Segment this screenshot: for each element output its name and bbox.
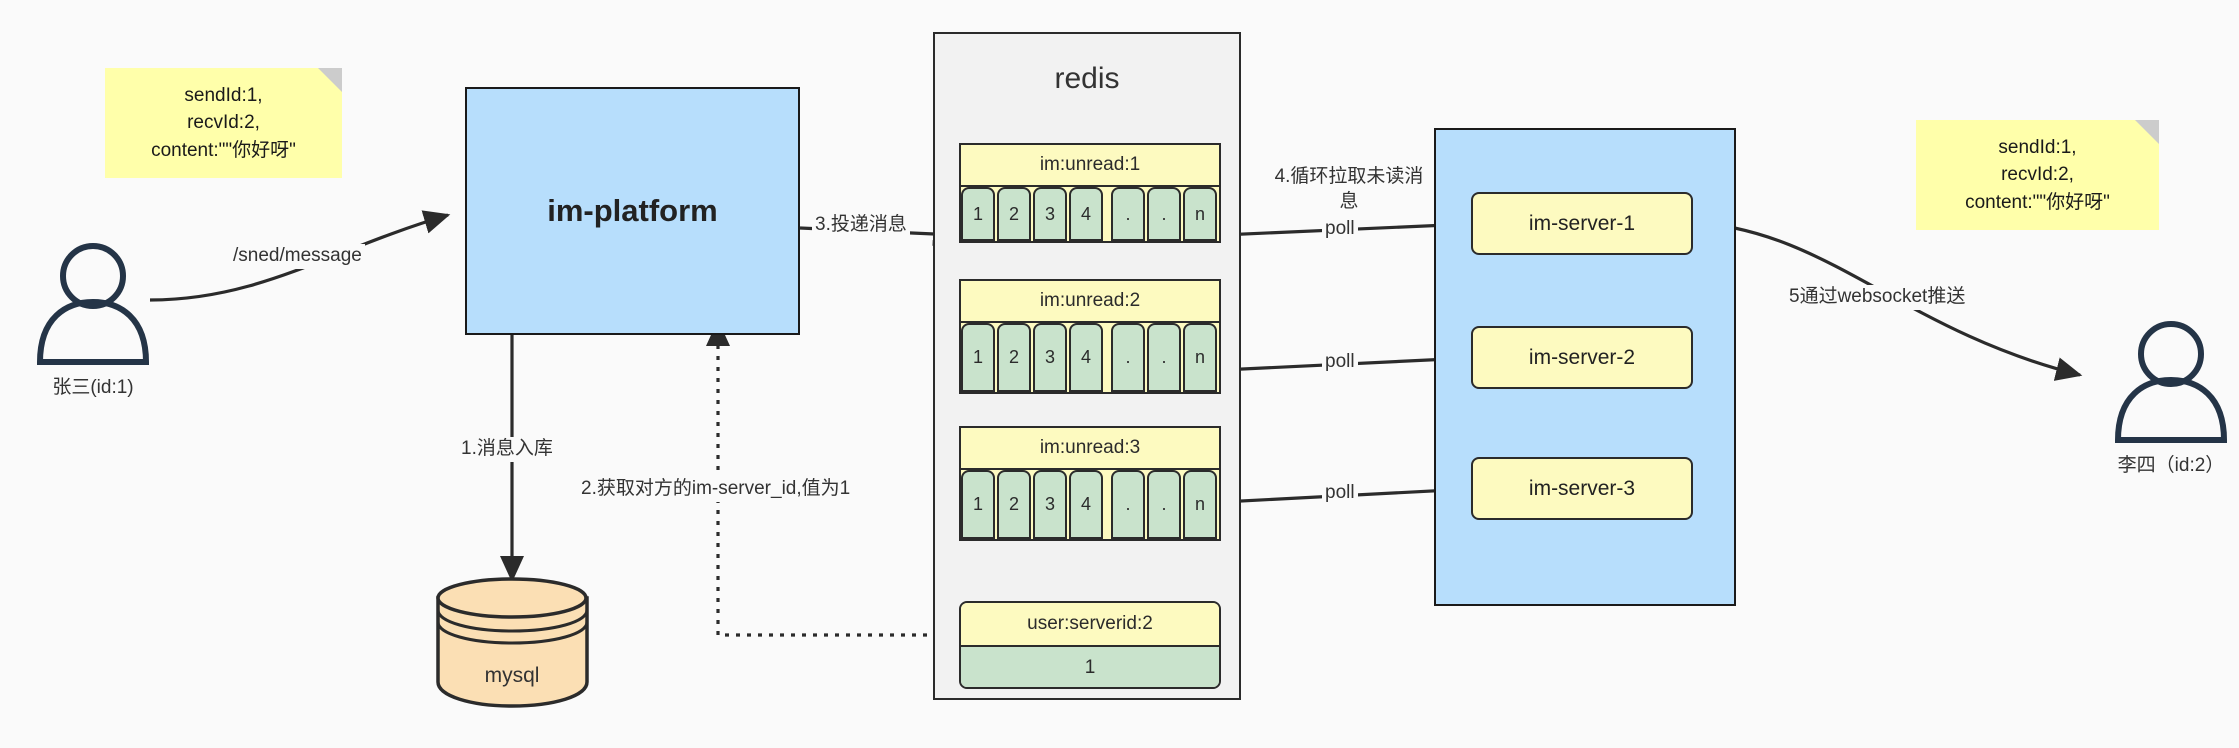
queue-cell: 3 xyxy=(1033,187,1067,241)
redis-queue-3-cells: 1 2 3 4 . . n xyxy=(961,470,1219,539)
svg-text:mysql: mysql xyxy=(485,664,540,687)
queue-cell: . xyxy=(1147,187,1181,241)
note-left-message: sendId:1, recvId:2, content:""你好呀" xyxy=(105,68,342,178)
queue-cell: 3 xyxy=(1033,323,1067,392)
edge-label-poll-3: poll xyxy=(1322,481,1358,506)
sender-person-icon xyxy=(28,240,158,370)
queue-cell: n xyxy=(1183,323,1217,392)
queue-cell: . xyxy=(1147,323,1181,392)
edge-label-send-message: /sned/message xyxy=(230,244,365,269)
node-im-server-1[interactable]: im-server-1 xyxy=(1471,192,1693,255)
queue-cell: n xyxy=(1183,187,1217,241)
queue-cell: 4 xyxy=(1069,470,1103,539)
node-mysql[interactable]: mysql xyxy=(430,570,595,715)
queue-cell: 1 xyxy=(961,323,995,392)
receiver-label: 李四（id:2） xyxy=(2117,455,2225,476)
redis-kv-user-serverid: user:serverid:2 1 xyxy=(959,601,1221,689)
queue-cell: . xyxy=(1111,470,1145,539)
redis-queue-3: im:unread:3 1 2 3 4 . . n xyxy=(959,426,1221,541)
redis-queue-1-cells: 1 2 3 4 . . n xyxy=(961,187,1219,241)
edge-label-step2: 2.获取对方的im-server_id,值为1 xyxy=(578,477,854,502)
redis-kv-value: 1 xyxy=(961,647,1219,687)
redis-queue-2-cells: 1 2 3 4 . . n xyxy=(961,323,1219,392)
node-im-platform[interactable]: im-platform xyxy=(465,87,800,335)
receiver-person-icon xyxy=(2106,318,2236,448)
queue-cell: 3 xyxy=(1033,470,1067,539)
queue-cell: 2 xyxy=(997,323,1031,392)
queue-cell: 1 xyxy=(961,187,995,241)
node-redis: redis im:unread:1 1 2 3 4 . . n im:unrea… xyxy=(933,32,1241,700)
queue-cell: . xyxy=(1147,470,1181,539)
queue-cell: 2 xyxy=(997,187,1031,241)
edge-label-step1: 1.消息入库 xyxy=(458,437,556,462)
node-im-server-group: im-server-1 im-server-2 im-server-3 xyxy=(1434,128,1736,606)
queue-cell: n xyxy=(1183,470,1217,539)
edge-label-step5: 5通过websocket推送 xyxy=(1786,285,1969,310)
node-im-server-2[interactable]: im-server-2 xyxy=(1471,326,1693,389)
queue-cell: 2 xyxy=(997,470,1031,539)
note-right-message: sendId:1, recvId:2, content:""你好呀" xyxy=(1916,120,2159,230)
note-right-text: sendId:1, recvId:2, content:""你好呀" xyxy=(1965,136,2110,213)
note-fold-icon xyxy=(2135,120,2159,144)
redis-queue-1-key: im:unread:1 xyxy=(961,145,1219,187)
edge-label-step3: 3.投递消息 xyxy=(812,213,910,238)
redis-title: redis xyxy=(1054,62,1120,95)
note-left-text: sendId:1, recvId:2, content:""你好呀" xyxy=(151,84,296,161)
edge-label-poll-1: poll xyxy=(1322,217,1358,242)
queue-cell: . xyxy=(1111,323,1145,392)
redis-kv-key: user:serverid:2 xyxy=(961,603,1219,647)
sender-label: 张三(id:1) xyxy=(52,377,134,398)
redis-queue-2-key: im:unread:2 xyxy=(961,281,1219,323)
queue-cell: 4 xyxy=(1069,187,1103,241)
redis-queue-1: im:unread:1 1 2 3 4 . . n xyxy=(959,143,1221,243)
redis-queue-3-key: im:unread:3 xyxy=(961,428,1219,470)
note-fold-icon xyxy=(318,68,342,92)
redis-queue-2: im:unread:2 1 2 3 4 . . n xyxy=(959,279,1221,394)
edge-label-step4: 4.循环拉取未读消 息 xyxy=(1253,165,1445,215)
queue-cell: 4 xyxy=(1069,323,1103,392)
queue-cell: 1 xyxy=(961,470,995,539)
node-im-server-3[interactable]: im-server-3 xyxy=(1471,457,1693,520)
queue-cell: . xyxy=(1111,187,1145,241)
edge-label-poll-2: poll xyxy=(1322,350,1358,375)
